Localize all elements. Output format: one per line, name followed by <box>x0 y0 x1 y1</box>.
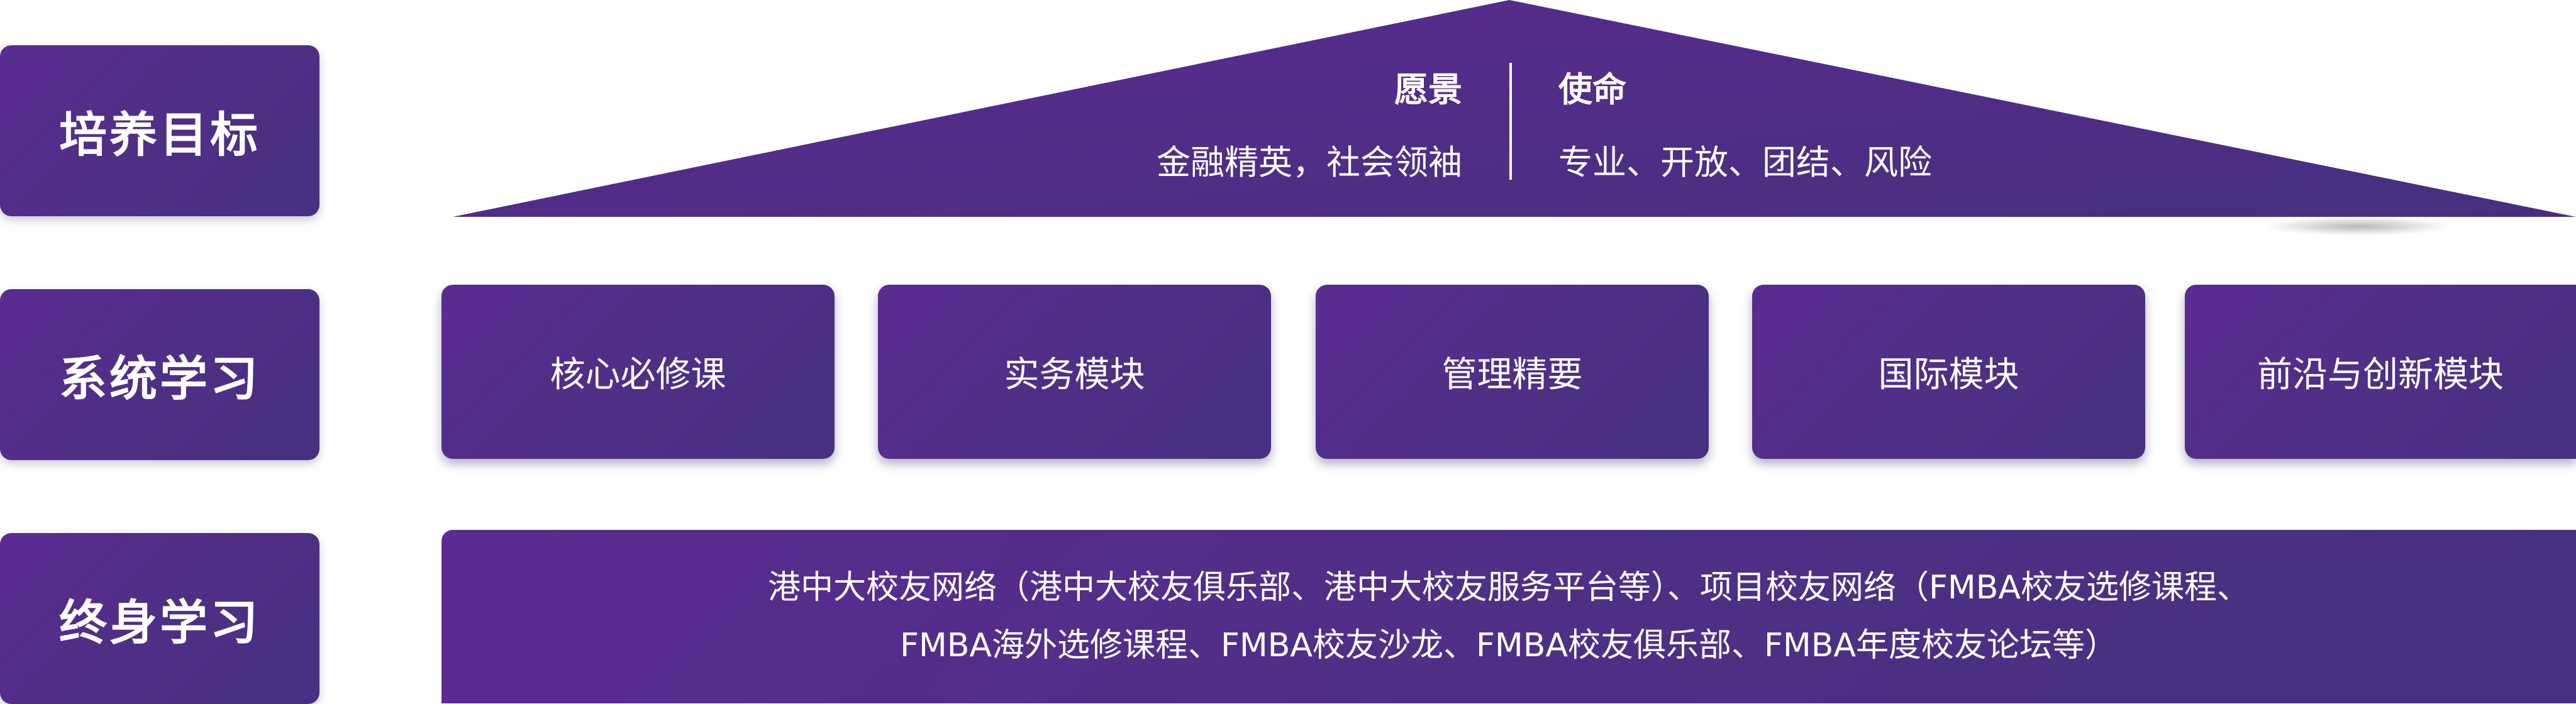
module-international: 国际模块 <box>1752 285 2145 459</box>
roof-pediment <box>453 0 2576 217</box>
vision-text: 金融精英，社会领袖 <box>1157 143 1462 182</box>
mission-text: 专业、开放、团结、风险 <box>1558 143 1932 182</box>
vision-title: 愿景 <box>1394 70 1462 109</box>
row-label-system: 系统学习 <box>0 289 319 460</box>
mission-title: 使命 <box>1558 70 1626 109</box>
module-core-courses: 核心必修课 <box>441 285 835 459</box>
module-practice: 实务模块 <box>878 285 1271 459</box>
lifelong-line-1: 港中大校友网络（港中大校友俱乐部、港中大校友服务平台等）、项目校友网络（FMBA… <box>767 569 2250 607</box>
row-label-goal: 培养目标 <box>0 45 319 216</box>
roof-shadow <box>2264 217 2453 236</box>
lifelong-network-box: 港中大校友网络（港中大校友俱乐部、港中大校友服务平台等）、项目校友网络（FMBA… <box>441 530 2576 703</box>
lifelong-line-2: FMBA海外选修课程、FMBA校友沙龙、FMBA校友俱乐部、FMBA年度校友论坛… <box>899 627 2118 664</box>
module-frontier-innovation: 前沿与创新模块 <box>2185 285 2576 459</box>
row-label-lifelong: 终身学习 <box>0 533 319 704</box>
module-management: 管理精要 <box>1316 285 1709 459</box>
roof-divider <box>1509 63 1512 180</box>
